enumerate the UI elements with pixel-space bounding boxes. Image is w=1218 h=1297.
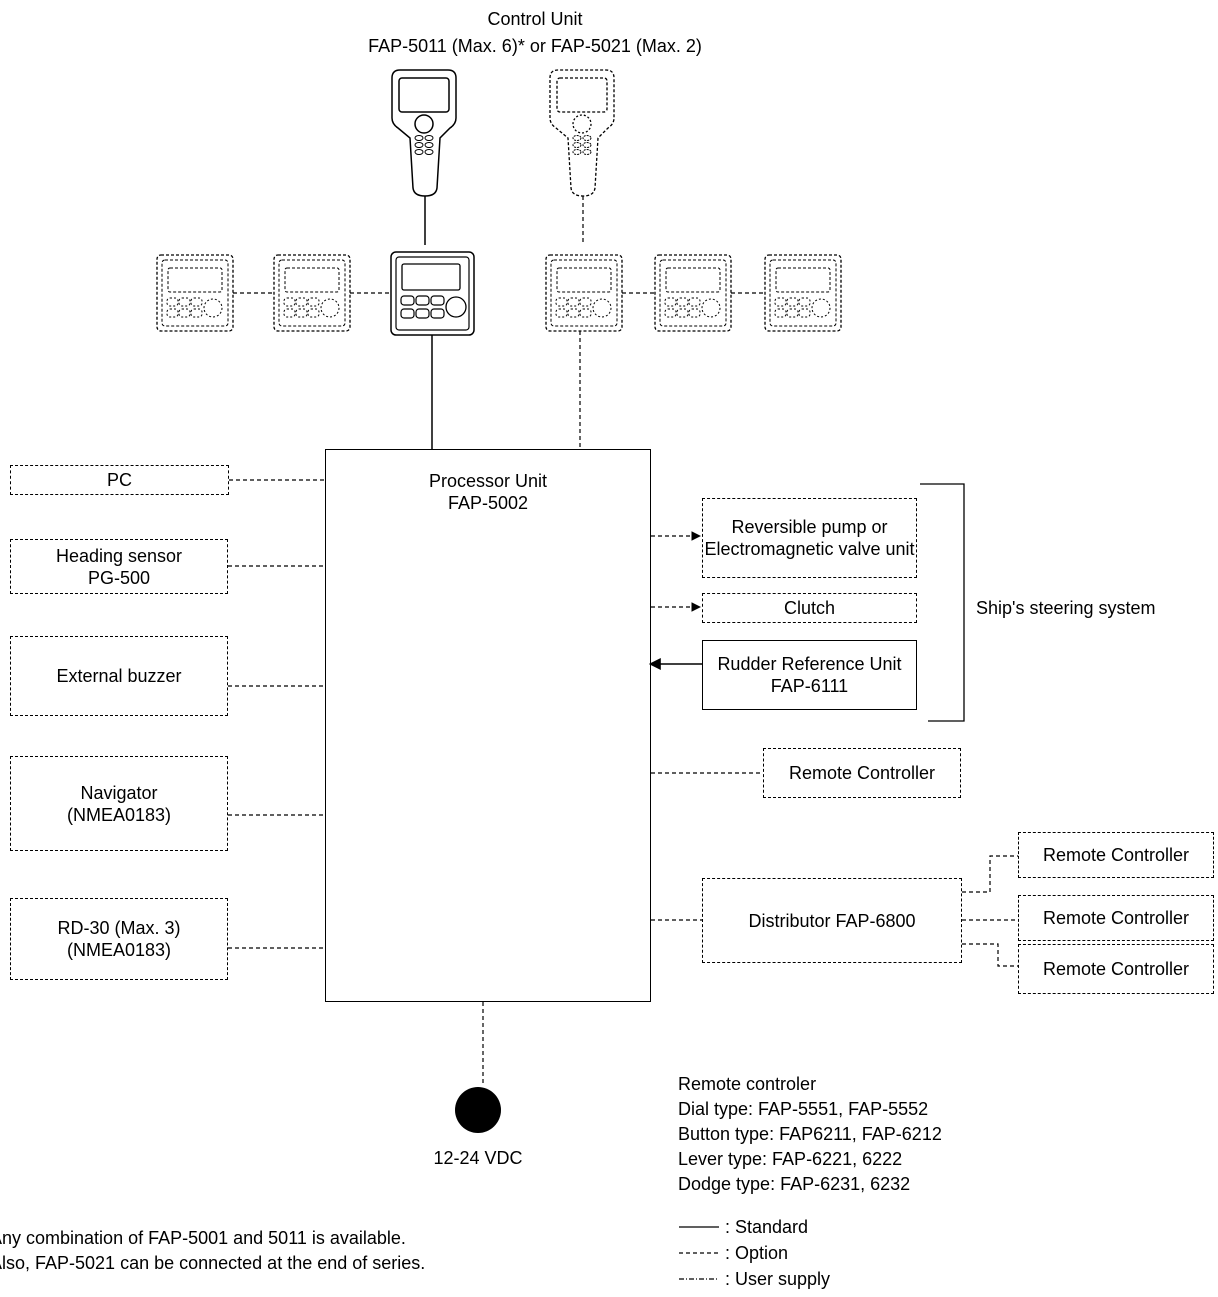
remote-info-dodge: Dodge type: FAP-6231, 6232: [678, 1174, 911, 1194]
external-buzzer-label: External buzzer: [56, 666, 182, 686]
clutch-box: Clutch: [702, 593, 917, 623]
remote-info-lever: Lever type: FAP-6221, 6222: [678, 1149, 903, 1169]
rd30-protocol: (NMEA0183): [66, 940, 172, 960]
clutch-label: Clutch: [783, 598, 836, 618]
remote-controller-box: Remote Controller: [763, 748, 961, 798]
handheld-controller-fap5021: [549, 69, 615, 197]
legend-user-supply-label: : User supply: [725, 1269, 831, 1289]
remote-controller-2-label: Remote Controller: [1042, 908, 1190, 928]
optional-control-unit-4: [654, 254, 732, 332]
remote-controller-1-box: Remote Controller: [1018, 832, 1214, 878]
navigator-label: Navigator: [80, 782, 158, 803]
remote-controller-label: Remote Controller: [788, 763, 936, 783]
power-label: 12-24 VDC: [433, 1148, 523, 1168]
rudder-reference-label: Rudder Reference Unit: [717, 654, 902, 674]
processor-unit-model: FAP-5002: [447, 493, 529, 513]
heading-sensor-box: Heading sensor PG-500: [10, 539, 228, 594]
optional-control-unit-5: [764, 254, 842, 332]
rudder-reference-model: FAP-6111: [770, 676, 849, 696]
remote-controller-3-box: Remote Controller: [1018, 944, 1214, 994]
optional-control-unit-2: [273, 254, 351, 332]
navigator-box: Navigator (NMEA0183): [10, 756, 228, 851]
pc-box: PC: [10, 465, 229, 495]
footnote-line-1: Any combination of FAP-5001 and 5011 is …: [0, 1228, 406, 1248]
pump-label: Reversible pump or: [731, 517, 888, 537]
distributor-label: Distributor FAP-6800: [748, 910, 916, 931]
external-buzzer-box: External buzzer: [10, 636, 228, 716]
heading-sensor-label: Heading sensor: [55, 545, 183, 566]
handheld-controller-fap5011: [391, 69, 457, 197]
remote-info-button: Button type: FAP6211, FAP-6212: [678, 1124, 942, 1144]
control-unit-title: Control Unit: [487, 9, 583, 29]
distributor-box: Distributor FAP-6800: [702, 878, 962, 963]
remote-info-dial: Dial type: FAP-5551, FAP-5552: [678, 1099, 929, 1119]
remote-controller-1-label: Remote Controller: [1042, 845, 1190, 865]
processor-unit-label: Processor Unit: [428, 471, 548, 491]
power-supply-icon: [455, 1087, 501, 1133]
control-unit-panel: [390, 251, 475, 336]
remote-controller-3-label: Remote Controller: [1042, 959, 1190, 979]
remote-controller-2-box: Remote Controller: [1018, 895, 1214, 941]
navigator-protocol: (NMEA0183): [66, 804, 172, 825]
steering-system-label: Ship's steering system: [976, 598, 1156, 618]
valve-label: Electromagnetic valve unit: [704, 539, 915, 559]
processor-unit-box: Processor Unit FAP-5002: [325, 449, 651, 1002]
rudder-reference-box: Rudder Reference Unit FAP-6111: [702, 640, 917, 710]
control-unit-subtitle: FAP-5011 (Max. 6)* or FAP-5021 (Max. 2): [368, 36, 702, 56]
optional-control-unit-3: [545, 254, 623, 332]
rd30-label: RD-30 (Max. 3): [57, 918, 181, 938]
heading-sensor-model: PG-500: [87, 567, 151, 588]
rd30-box: RD-30 (Max. 3) (NMEA0183): [10, 898, 228, 980]
legend-standard-label: : Standard: [725, 1217, 809, 1237]
footnote-line-2: Also, FAP-5021 can be connected at the e…: [0, 1253, 426, 1273]
optional-control-unit-1: [156, 254, 234, 332]
legend-option-label: : Option: [725, 1243, 789, 1263]
pump-valve-box: Reversible pump or Electromagnetic valve…: [702, 498, 917, 578]
pc-label: PC: [106, 470, 132, 490]
remote-info-title: Remote controler: [678, 1074, 817, 1094]
steering-system-bracket: [920, 483, 965, 722]
